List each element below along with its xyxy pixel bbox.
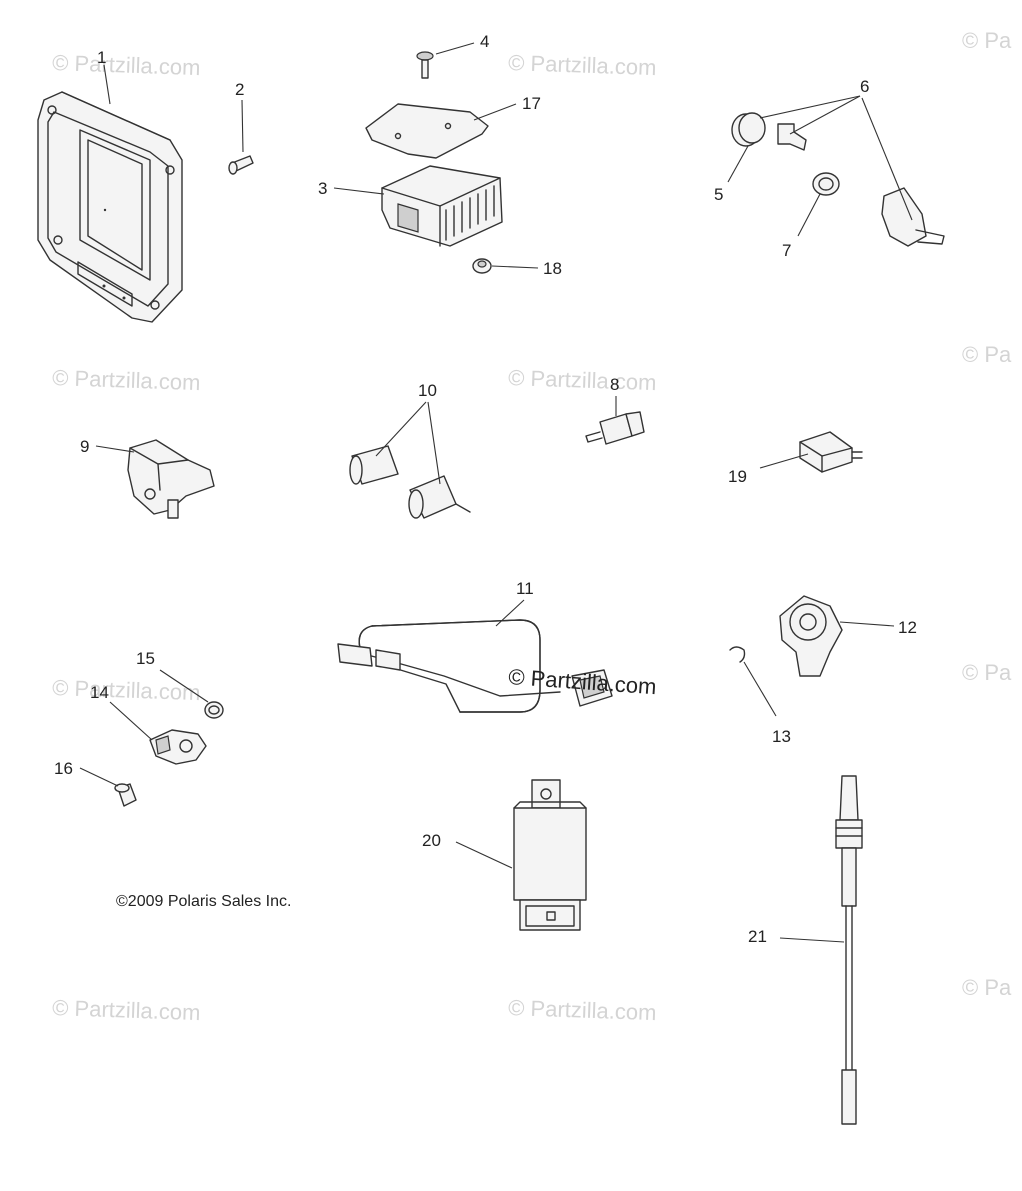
- callout-1: 1: [97, 48, 106, 67]
- part-1-ecu-module[interactable]: 1: [37, 48, 183, 323]
- watermark: © Pa: [962, 975, 1012, 1000]
- watermarks: © Partzilla.com © Partzilla.com © Pa © P…: [52, 28, 1012, 1025]
- callout-19: 19: [728, 467, 747, 486]
- callout-9: 9: [80, 437, 89, 456]
- callout-14: 14: [90, 683, 109, 702]
- watermark: © Pa: [962, 28, 1012, 53]
- callout-11: 11: [516, 579, 534, 598]
- part-21-o2-sensor[interactable]: 21: [748, 775, 863, 1125]
- part-4-screw[interactable]: 4: [416, 32, 489, 79]
- watermark: © Partzilla.com: [52, 675, 201, 705]
- part-9-map-sensor[interactable]: 9: [80, 437, 215, 519]
- watermark: © Pa: [962, 342, 1012, 367]
- callout-20: 20: [422, 831, 441, 850]
- part-10-capacitor[interactable]: 10: [349, 381, 471, 519]
- callout-17: 17: [522, 94, 541, 113]
- callout-21: 21: [748, 927, 767, 946]
- watermark: © Partzilla.com: [508, 365, 657, 395]
- callout-12: 12: [898, 618, 917, 637]
- watermark: © Pa: [962, 660, 1012, 685]
- part-20-relay-module[interactable]: 20: [422, 779, 587, 931]
- part-3-regulator[interactable]: 3: [318, 165, 503, 247]
- callout-3: 3: [318, 179, 327, 198]
- part-16-bolt[interactable]: 16: [54, 759, 137, 807]
- part-6-sensor-kit[interactable]: 6 5 7: [714, 77, 945, 260]
- callout-8: 8: [610, 375, 619, 394]
- watermark: © Partzilla.com: [52, 50, 201, 80]
- callout-2: 2: [235, 80, 244, 99]
- watermark: © Partzilla.com: [508, 50, 657, 80]
- part-17-gasket-plate[interactable]: 17: [365, 94, 541, 159]
- part-14-speed-sensor[interactable]: 14: [90, 683, 207, 765]
- copyright-text: ©2009 Polaris Sales Inc.: [116, 893, 291, 910]
- part-12-knock-sensor[interactable]: 12: [779, 595, 917, 677]
- watermark: © Partzilla.com: [52, 995, 201, 1025]
- watermark: © Partzilla.com: [52, 365, 201, 395]
- callout-15: 15: [136, 649, 155, 668]
- part-11-wire-harness[interactable]: 11 © Partzilla.com: [337, 579, 657, 713]
- callout-16: 16: [54, 759, 73, 778]
- part-8-temp-sensor[interactable]: 8: [585, 375, 645, 445]
- callout-5: 5: [714, 185, 723, 204]
- callout-7: 7: [782, 241, 791, 260]
- part-2-bolt[interactable]: 2: [228, 80, 254, 175]
- callout-18: 18: [543, 259, 562, 278]
- callout-6: 6: [860, 77, 869, 96]
- part-13-clip[interactable]: 13: [729, 646, 791, 746]
- callout-10: 10: [418, 381, 437, 400]
- part-15-o-ring[interactable]: 15: [136, 649, 224, 719]
- part-18-grommet[interactable]: 18: [472, 258, 562, 278]
- callout-13: 13: [772, 727, 791, 746]
- part-19-sensor[interactable]: 19: [728, 431, 863, 486]
- watermark: © Partzilla.com: [508, 995, 657, 1025]
- callout-4: 4: [480, 32, 489, 51]
